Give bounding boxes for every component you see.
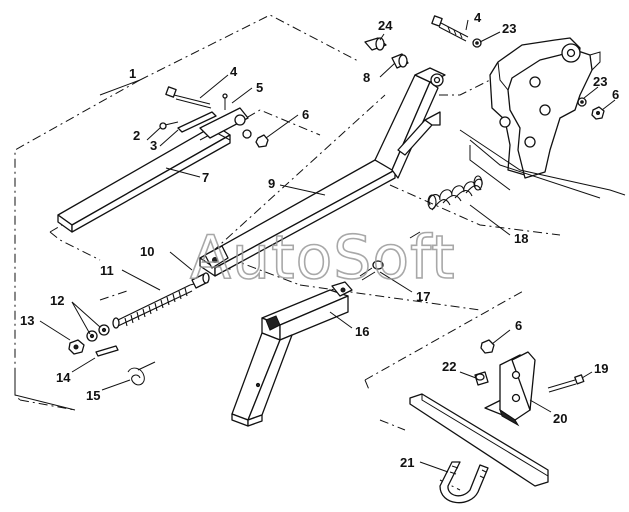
assembly-boundary-lines bbox=[14, 14, 561, 491]
callout-2: 2 bbox=[133, 128, 140, 143]
callout-13: 13 bbox=[20, 313, 34, 328]
arm-tube-part-7 bbox=[57, 107, 249, 233]
rod-part-3 bbox=[164, 111, 217, 133]
bolt-part-4-right bbox=[431, 15, 469, 42]
washer-part-12-a bbox=[86, 330, 98, 342]
bolt-part-17 bbox=[359, 260, 384, 281]
callout-12: 12 bbox=[50, 293, 64, 308]
callout-9: 9 bbox=[268, 176, 275, 191]
leader-lines bbox=[39, 19, 616, 473]
callout-14: 14 bbox=[56, 370, 71, 385]
callout-23-right: 23 bbox=[593, 74, 607, 89]
bushing-part-8 bbox=[391, 53, 409, 69]
spring-part-11 bbox=[112, 282, 199, 329]
callout-5: 5 bbox=[256, 80, 263, 95]
bolt-part-4-upper bbox=[165, 86, 212, 109]
nut-part-6-right bbox=[591, 106, 605, 120]
callout-10: 10 bbox=[140, 244, 154, 259]
main-arm-part-9 bbox=[199, 67, 446, 277]
washer-part-23-right bbox=[577, 97, 587, 107]
callout-numbers: 1 2 3 4 5 6 7 8 9 10 11 12 13 14 15 16 1… bbox=[20, 10, 619, 470]
nut-part-6-lower bbox=[480, 339, 495, 354]
callout-19: 19 bbox=[594, 361, 608, 376]
callout-11: 11 bbox=[100, 263, 114, 278]
nut-part-13 bbox=[68, 339, 85, 355]
pin-part-14 bbox=[95, 345, 119, 357]
callout-6-left: 6 bbox=[302, 107, 309, 122]
callout-7: 7 bbox=[202, 170, 209, 185]
lower-left-bracket bbox=[14, 375, 76, 411]
autosoft-watermark: AutoSoft bbox=[190, 223, 456, 293]
callout-18: 18 bbox=[514, 231, 528, 246]
washer-part-6-left-b bbox=[242, 129, 252, 139]
callout-15: 15 bbox=[86, 388, 100, 403]
spacer-part-22 bbox=[474, 371, 489, 386]
bracket-part-20 bbox=[484, 351, 536, 427]
callout-23-upper: 23 bbox=[502, 21, 516, 36]
callout-22: 22 bbox=[442, 359, 456, 374]
clip-part-15 bbox=[127, 361, 156, 386]
callout-1-bracket bbox=[99, 79, 141, 96]
cross-beam bbox=[409, 393, 549, 487]
callout-21: 21 bbox=[400, 455, 414, 470]
callout-4-upper: 4 bbox=[230, 64, 238, 79]
callout-16: 16 bbox=[355, 324, 369, 339]
callout-8: 8 bbox=[363, 70, 370, 85]
callout-6-lower: 6 bbox=[515, 318, 522, 333]
callout-6-right: 6 bbox=[612, 87, 619, 102]
sleeve-part-24 bbox=[364, 37, 387, 51]
mounting-bracket-plates bbox=[459, 37, 626, 199]
callout-20: 20 bbox=[553, 411, 567, 426]
spring-part-18 bbox=[427, 175, 483, 211]
washer-part-23-upper bbox=[472, 38, 482, 48]
washer-part-12-b bbox=[98, 324, 110, 336]
nut-part-6-left bbox=[255, 134, 269, 148]
callout-4-right: 4 bbox=[474, 10, 482, 25]
pin-part-2 bbox=[159, 122, 167, 130]
stand-part-16 bbox=[231, 281, 353, 427]
callout-17: 17 bbox=[416, 289, 430, 304]
bolt-part-19 bbox=[547, 374, 585, 393]
callout-1: 1 bbox=[129, 66, 136, 81]
link-part-10 bbox=[191, 272, 210, 289]
callout-24: 24 bbox=[378, 18, 393, 33]
u-bolt-part-21 bbox=[439, 461, 489, 504]
callout-3: 3 bbox=[150, 138, 157, 153]
pin-part-5 bbox=[222, 93, 228, 110]
